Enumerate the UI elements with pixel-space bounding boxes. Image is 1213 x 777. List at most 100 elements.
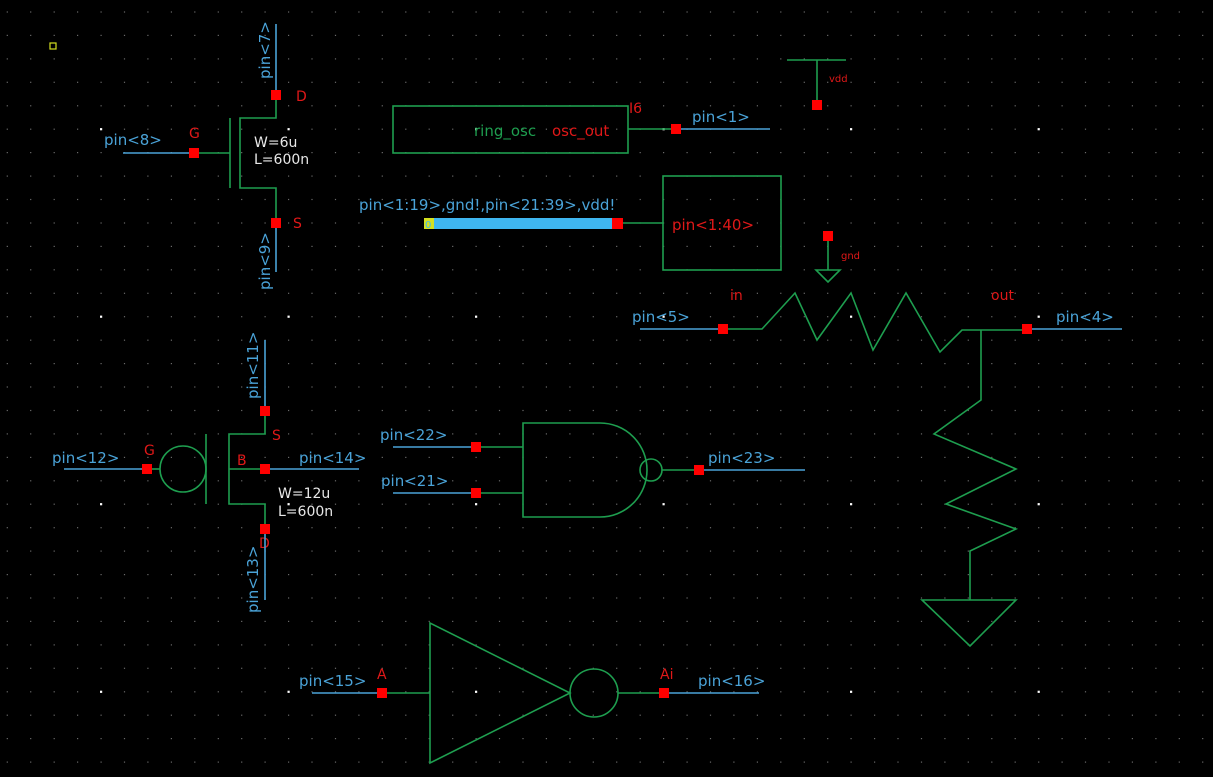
terminal-in2[interactable] — [471, 488, 481, 498]
grid-dot — [616, 34, 618, 36]
bus-start-marker[interactable] — [424, 218, 434, 229]
bus-net[interactable]: pin<1:19>,gnd!,pin<21:39>,vdd! 0 pin<1:4… — [359, 175, 782, 271]
terminal-label-s: S — [272, 428, 281, 444]
vdd-symbol[interactable]: vdd — [787, 59, 848, 110]
grid-dot — [522, 620, 524, 622]
grid-dot — [264, 292, 266, 294]
grid-dot — [1038, 433, 1040, 435]
terminal-bus[interactable] — [612, 218, 623, 229]
nand-gate[interactable]: pin<22> pin<21> pin<23> — [380, 422, 805, 518]
terminal-b[interactable] — [260, 464, 270, 474]
terminal-out[interactable] — [694, 465, 704, 475]
grid-dot — [77, 363, 79, 365]
terminal-g[interactable] — [142, 464, 152, 474]
grid-dot — [850, 222, 852, 224]
grid-dot — [967, 456, 969, 458]
grid-dot — [639, 527, 641, 529]
grid-dot — [780, 667, 782, 669]
grid-dot — [498, 691, 501, 693]
terminal-d[interactable] — [260, 524, 270, 534]
grid-dot — [30, 503, 32, 505]
grid-dot — [381, 363, 383, 365]
grid-dot — [334, 175, 337, 177]
grid-dot — [827, 644, 829, 646]
terminal-g[interactable] — [189, 148, 199, 158]
nmos-transistor-w6u[interactable]: pin<8> G D pin<7> S pin<9> W=6u L=600n — [104, 21, 309, 290]
grid-dot-major — [1037, 503, 1040, 506]
grid-dot — [53, 433, 55, 435]
grid-dot — [592, 691, 594, 693]
grid-dot — [6, 269, 8, 271]
terminal-out[interactable] — [1022, 324, 1032, 334]
grid-dot — [358, 222, 360, 224]
grid-dot — [498, 761, 501, 763]
grid-dot — [6, 691, 8, 693]
grid-dot — [428, 292, 430, 294]
grid-dot — [967, 11, 969, 13]
grid-dot — [6, 714, 8, 716]
grid-dot — [475, 339, 477, 341]
inverter[interactable]: pin<15> A Ai pin<16> — [299, 621, 765, 765]
grid-dot — [545, 714, 547, 716]
grid-dot — [1178, 245, 1180, 247]
resistor[interactable]: pin<5> in out pin<4> — [632, 288, 1122, 354]
channel — [239, 94, 277, 223]
grid-dot — [123, 222, 126, 224]
terminal-s[interactable] — [271, 218, 281, 228]
grid-dot — [663, 292, 665, 294]
grid-dot — [288, 339, 290, 341]
grid-dot — [897, 574, 899, 576]
terminal-osc-out[interactable] — [671, 124, 681, 134]
terminal-gnd[interactable] — [823, 231, 833, 241]
grid-dot-major — [100, 690, 103, 693]
grid-dot — [1131, 58, 1133, 60]
terminal-ai[interactable] — [659, 688, 669, 698]
grid-dot — [170, 11, 172, 13]
grid-dot — [850, 761, 852, 763]
grid-dot — [194, 620, 196, 622]
resistor-to-ground[interactable] — [920, 330, 1019, 648]
grid-dot — [733, 433, 735, 435]
grid-dot — [592, 339, 594, 341]
vdd-label: vdd — [829, 74, 848, 85]
grid-dot — [498, 198, 501, 201]
grid-dot — [452, 409, 454, 412]
grid-dot — [123, 81, 126, 83]
grid-dot — [77, 58, 79, 60]
gnd-label: gnd — [841, 251, 860, 262]
grid-dot — [803, 527, 805, 529]
grid-dot — [569, 456, 571, 458]
grid-dot — [897, 691, 899, 693]
terminal-in[interactable] — [718, 324, 728, 334]
grid-dot — [967, 667, 969, 669]
grid-dot — [100, 667, 102, 669]
grid-dot — [1202, 11, 1204, 13]
terminal-a[interactable] — [377, 688, 387, 698]
grid-dot — [358, 128, 360, 130]
gnd-symbol[interactable]: gnd — [814, 231, 860, 284]
terminal-s[interactable] — [260, 406, 270, 416]
terminal-d[interactable] — [271, 90, 281, 100]
terminal-in1[interactable] — [471, 442, 481, 452]
grid-dot — [123, 58, 126, 60]
pin-label-13: pin<13> — [244, 546, 262, 613]
grid-dot — [123, 738, 126, 740]
grid-dot — [217, 81, 219, 83]
grid-dot — [1131, 128, 1133, 130]
grid-dot — [733, 714, 735, 716]
ring-osc-instance[interactable]: ring_osc osc_out I6 pin<1> — [392, 101, 770, 154]
grid-dot — [147, 620, 149, 622]
grid-dot — [709, 339, 712, 341]
selected-bus-wire[interactable] — [427, 218, 617, 229]
grid-dot — [123, 11, 126, 13]
grid-dot — [217, 644, 219, 646]
grid-dot — [241, 34, 243, 36]
grid-dot — [569, 363, 571, 365]
grid-dot — [147, 667, 149, 669]
grid-dot — [358, 644, 360, 646]
terminal-vdd[interactable] — [812, 100, 822, 110]
grid-dot — [827, 105, 829, 107]
pmos-transistor-w12u[interactable]: pin<12> G S pin<11> B pin<14> D pin<13> … — [52, 332, 366, 613]
grid-dot — [1178, 456, 1180, 458]
